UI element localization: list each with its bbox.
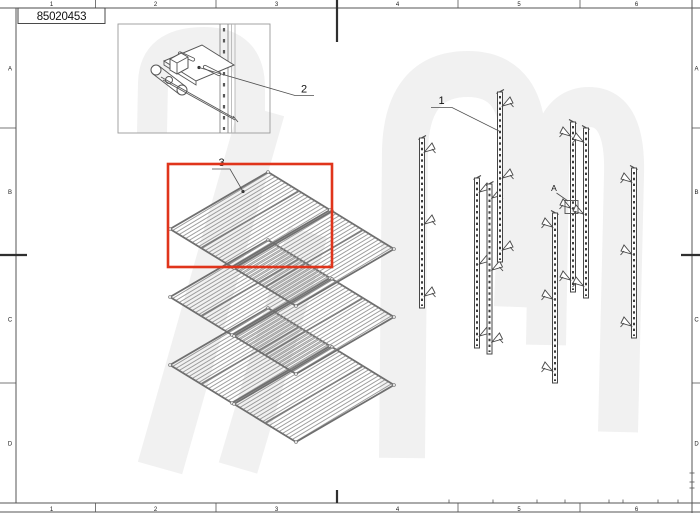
col-label-bottom-2: 2 <box>154 507 158 513</box>
row-label-right-A: A <box>694 67 698 73</box>
row-label-left-A: A <box>8 67 12 73</box>
col-label-top-4: 4 <box>396 2 400 8</box>
title-block: 85020453 <box>17 7 106 24</box>
col-label-top-1: 1 <box>50 2 54 8</box>
highlight-box[interactable] <box>166 162 334 269</box>
col-label-bottom-3: 3 <box>275 507 279 513</box>
callout-label-A[interactable]: A <box>551 183 557 193</box>
col-label-top-6: 6 <box>635 2 639 8</box>
drawing-number: 85020453 <box>37 11 87 23</box>
col-label-bottom-4: 4 <box>396 507 400 513</box>
callout-2-bracket: 2 <box>197 65 314 96</box>
callout-1-rail: 1 <box>431 95 500 132</box>
scale-graduations <box>448 472 695 503</box>
callout-A-detail: A <box>551 183 579 214</box>
detail-marker-box <box>564 200 579 214</box>
callout-label-1[interactable]: 1 <box>438 95 444 107</box>
col-label-top-5: 5 <box>517 2 521 8</box>
detail-inset-bracket <box>117 23 271 134</box>
bracket-rod <box>160 76 235 119</box>
bracket-roller <box>150 64 162 76</box>
row-label-left-B: B <box>8 190 12 196</box>
col-label-bottom-6: 6 <box>635 507 639 513</box>
bracket-clip <box>169 52 189 75</box>
col-label-bottom-1: 1 <box>50 507 54 513</box>
row-label-right-C: C <box>694 318 699 324</box>
callout-label-2[interactable]: 2 <box>301 84 307 96</box>
col-label-top-3: 3 <box>275 2 279 8</box>
row-label-right-D: D <box>694 442 699 448</box>
col-label-top-2: 2 <box>154 2 158 8</box>
row-label-left-C: C <box>8 318 13 324</box>
col-label-bottom-5: 5 <box>517 507 521 513</box>
row-label-right-B: B <box>694 190 698 196</box>
row-label-left-D: D <box>8 442 13 448</box>
